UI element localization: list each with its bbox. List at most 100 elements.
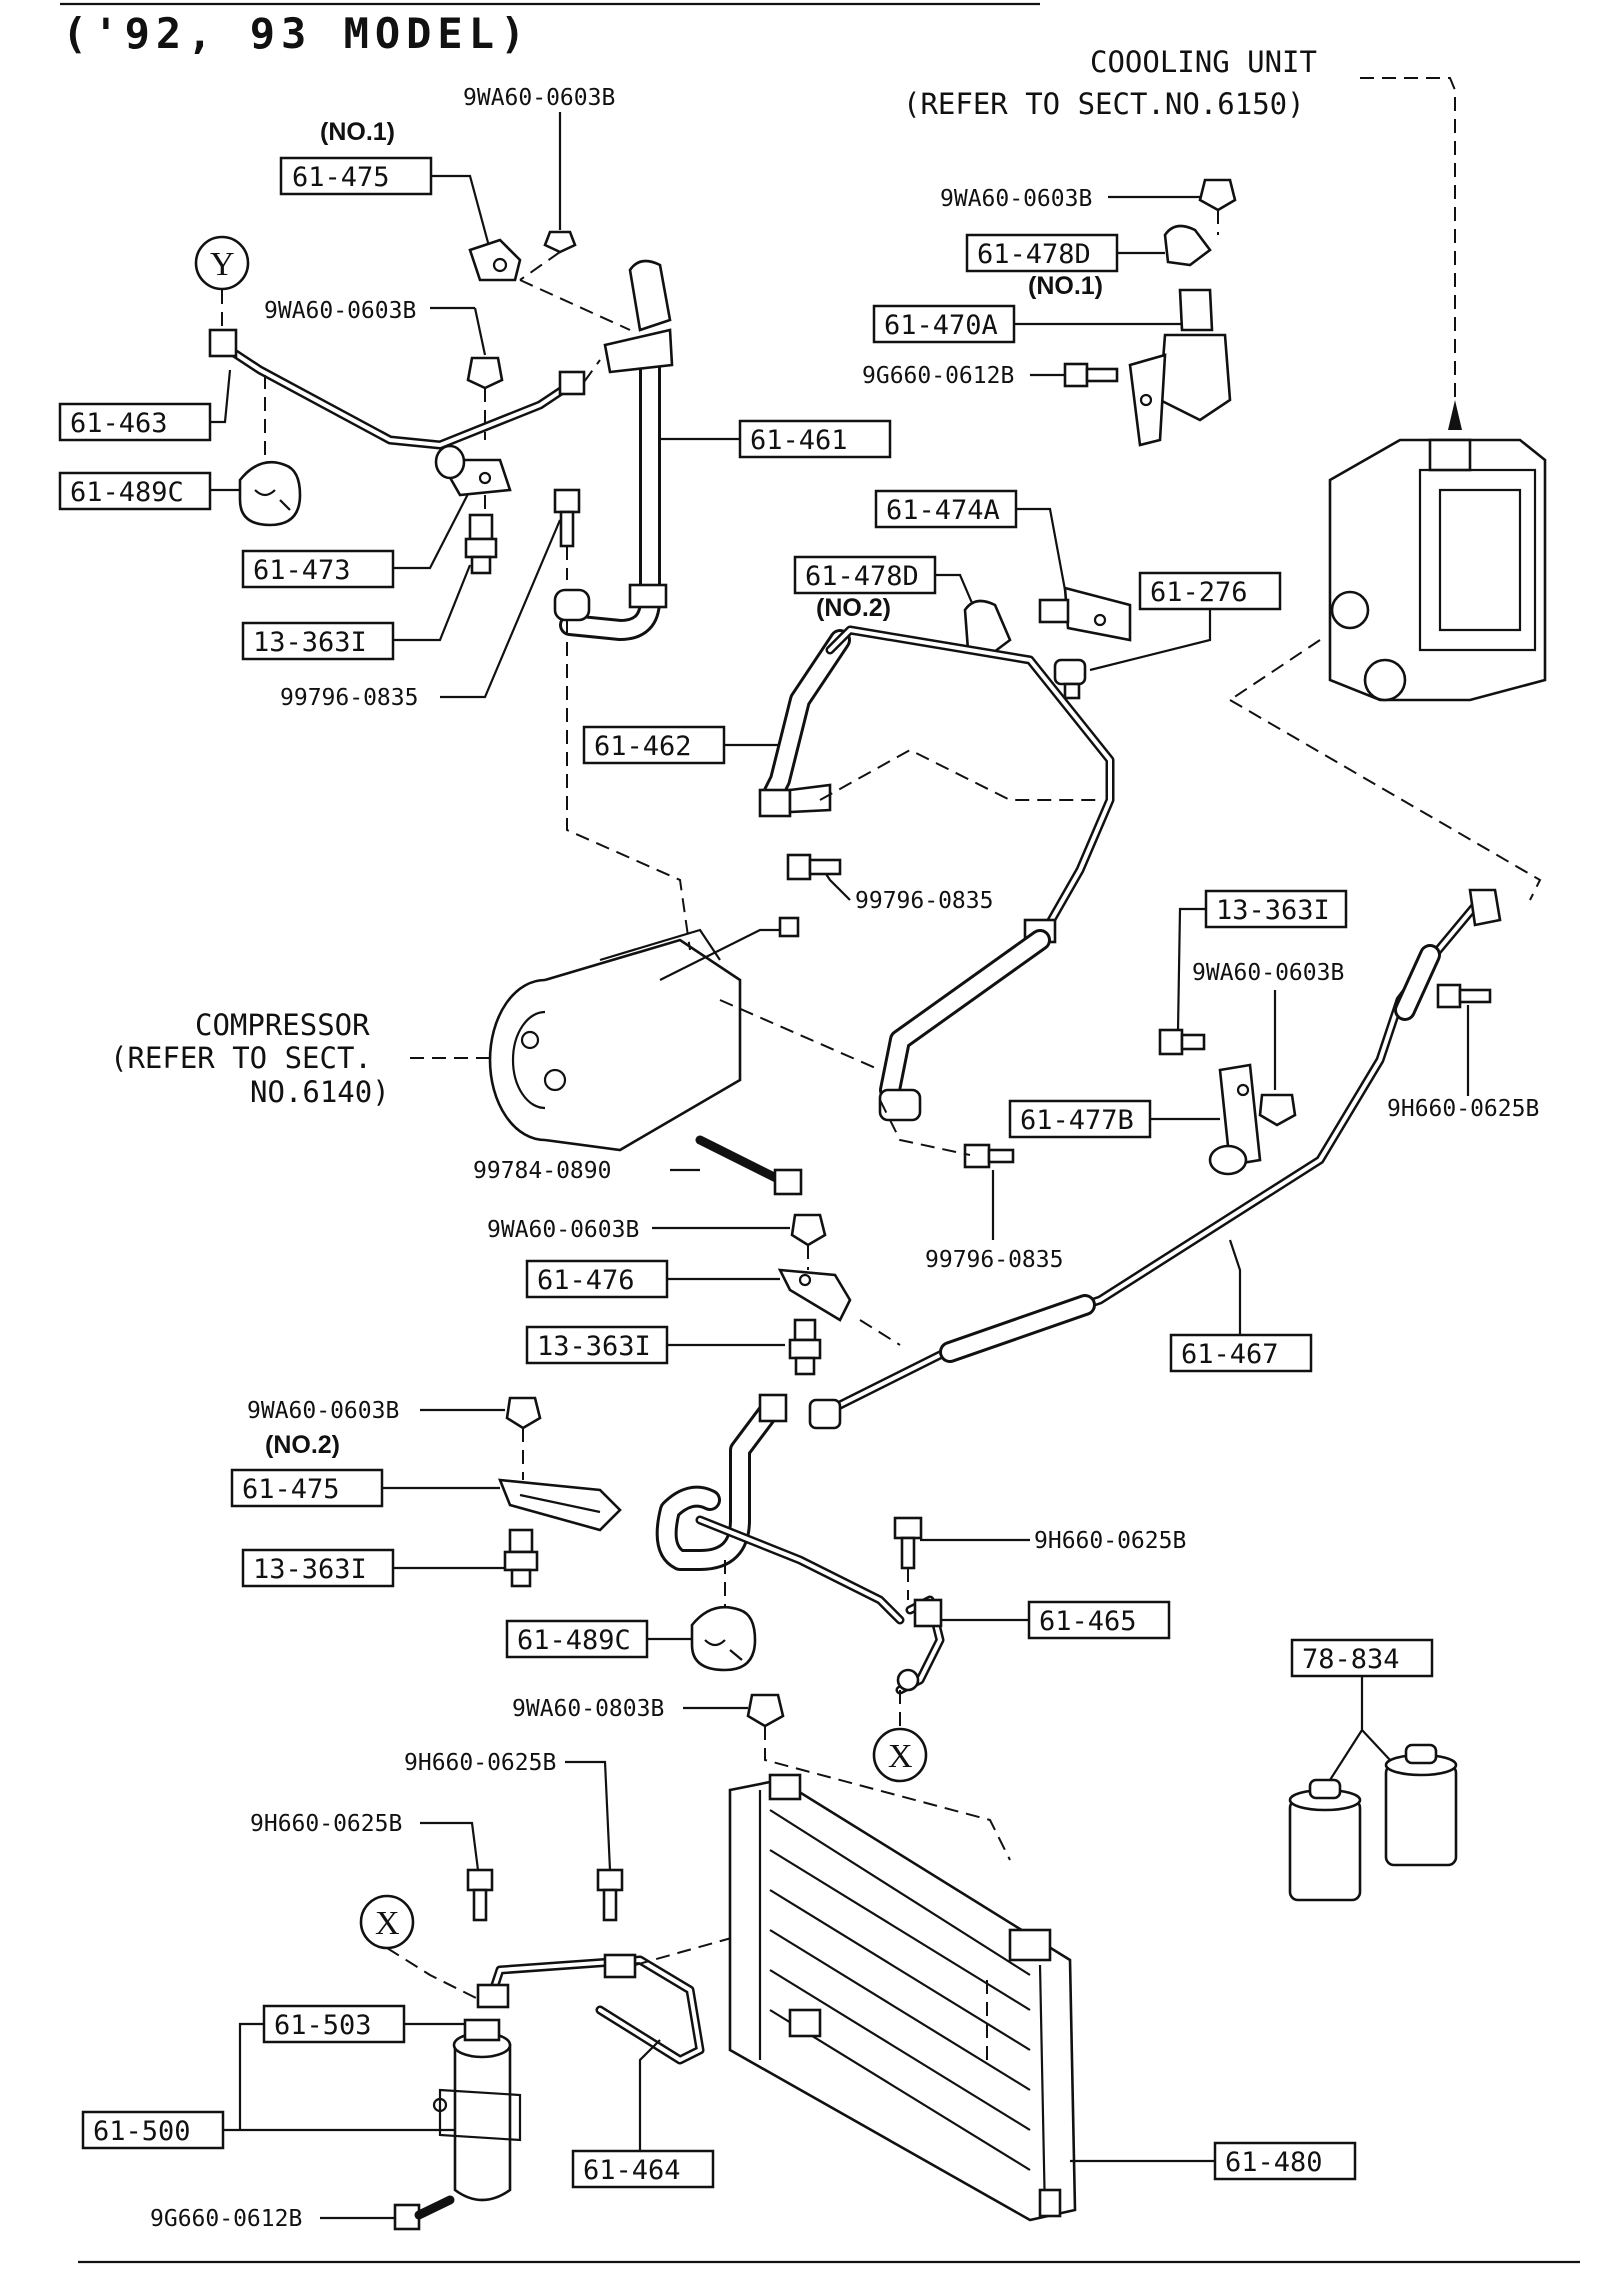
clip-61-475-no1 (468, 238, 522, 282)
svg-text:Y: Y (210, 246, 235, 283)
compressor (488, 916, 800, 1152)
nut-f1 (543, 230, 577, 254)
diagram-title: ('92, 93 MODEL) (62, 9, 531, 58)
pipe-61-464 (476, 1953, 705, 2065)
part-61-474a: 61-474A (886, 495, 1000, 526)
part-box-61-475-no1 (279, 156, 433, 196)
bolt-f9 (695, 1135, 803, 1196)
pipe-61-462 (758, 625, 1115, 945)
part-61-470a: 61-470A (884, 310, 998, 341)
bolt-f15 (596, 1868, 624, 1922)
valve-61-276 (1053, 658, 1087, 700)
cooling-unit-leader (1360, 77, 1456, 420)
part-61-489c-bot: 61-489C (517, 1625, 631, 1656)
part-13-363i-a: 13-363I (253, 627, 367, 658)
nut-f2 (466, 356, 504, 390)
fastener-f3: 99796-0835 (280, 685, 418, 711)
hose-61-461 (553, 259, 674, 641)
part-box-61-475-no2 (230, 1468, 384, 1508)
bracket-61-476 (777, 1268, 852, 1322)
fastener-f17: 9G660-0612B (150, 2206, 302, 2232)
part-box-61-461 (738, 419, 892, 459)
cooling-unit-note-line1: COOOLING UNIT (1090, 45, 1317, 79)
bolt-f6 (786, 853, 842, 881)
part-13-363i-d: 13-363I (253, 1554, 367, 1585)
label-no2-a: (NO.2) (816, 594, 891, 622)
hose-61-467 (808, 888, 1502, 1430)
part-box-61-476 (525, 1259, 669, 1299)
part-61-500: 61-500 (93, 2116, 191, 2147)
stud-13-363i-d (503, 1528, 539, 1588)
compressor-note-line1: COMPRESSOR (195, 1008, 370, 1042)
pipe-lower-middle (655, 1393, 905, 1625)
receiver-drier-61-500 (432, 2018, 522, 2202)
cooling-unit (1328, 438, 1547, 702)
bolt-f17 (393, 2195, 455, 2231)
bolt-f5 (1063, 362, 1119, 388)
part-box-13-363i-a (241, 621, 395, 661)
label-no1-b: (NO.1) (1028, 272, 1103, 300)
nut-f12 (505, 1396, 542, 1430)
fastener-f15: 9H660-0625B (404, 1750, 556, 1776)
fastener-f14: 9WA60-0803B (512, 1696, 664, 1722)
part-box-61-464 (571, 2149, 715, 2189)
refrigerant-can-right (1384, 1743, 1458, 1867)
part-box-61-489c-bot (505, 1619, 649, 1659)
part-box-61-477b (1008, 1099, 1152, 1139)
part-61-478d-no2: 61-478D (805, 561, 919, 592)
clip-61-475-no2 (497, 1478, 622, 1532)
part-61-503: 61-503 (274, 2010, 372, 2041)
part-box-61-503 (262, 2004, 406, 2044)
part-61-475-no1: 61-475 (292, 162, 390, 193)
switch-61-470a (1128, 288, 1232, 447)
condenser-61-480 (728, 1773, 1077, 2222)
connector-y-top: Y (194, 235, 250, 291)
stud-13-363i-c (788, 1318, 822, 1376)
part-78-834: 78-834 (1302, 1644, 1400, 1675)
part-61-489c-top: 61-489C (70, 477, 184, 508)
part-box-61-474a (874, 489, 1018, 529)
fastener-f13: 9H660-0625B (1034, 1528, 1186, 1554)
stud-13-363i-b (1158, 1028, 1206, 1056)
part-61-461: 61-461 (750, 425, 848, 456)
fastener-f9: 99784-0890 (473, 1158, 611, 1184)
fastener-f5: 9G660-0612B (862, 363, 1014, 389)
part-61-477b: 61-477B (1020, 1105, 1134, 1136)
part-box-61-478d-no2 (793, 555, 937, 595)
cooling-unit-arrow (1448, 400, 1462, 430)
svg-text:X: X (375, 1905, 400, 1942)
part-box-13-363i-d (241, 1548, 395, 1588)
stud-13-363i-a (464, 513, 498, 575)
bolt-f3 (553, 488, 581, 548)
refrigerant-can-left (1288, 1778, 1362, 1902)
part-13-363i-c: 13-363I (537, 1331, 651, 1362)
label-no2-b: (NO.2) (265, 1431, 340, 1459)
nut-f4 (1198, 178, 1237, 212)
part-61-475-no2: 61-475 (242, 1474, 340, 1505)
label-no1-a: (NO.1) (320, 118, 395, 146)
nut-f11 (790, 1213, 827, 1247)
grommet-61-489c-bot (690, 1605, 757, 1672)
part-box-61-500 (81, 2110, 225, 2150)
bolt-f16 (466, 1868, 494, 1922)
nut-f14 (746, 1693, 785, 1728)
part-box-13-363i-b (1204, 889, 1348, 929)
clip-61-478d-no1 (1163, 224, 1212, 267)
part-61-478d-no1: 61-478D (977, 239, 1091, 270)
connector-x-bottom: X (359, 1894, 415, 1950)
part-61-276: 61-276 (1150, 577, 1248, 608)
part-61-476: 61-476 (537, 1265, 635, 1296)
fastener-f10: 99796-0835 (925, 1247, 1063, 1273)
grommet-61-489c-top (238, 460, 302, 527)
part-61-480: 61-480 (1225, 2147, 1323, 2178)
part-box-61-480 (1213, 2141, 1357, 2181)
fastener-f1: 9WA60-0603B (463, 85, 615, 111)
part-box-61-465 (1027, 1600, 1171, 1640)
compressor-note-line2: (REFER TO SECT. (110, 1041, 372, 1075)
fastener-f4: 9WA60-0603B (940, 186, 1092, 212)
fastener-f7: 9WA60-0603B (1192, 960, 1344, 986)
part-13-363i-b: 13-363I (1216, 895, 1330, 926)
bracket-61-474a (1038, 586, 1132, 642)
part-61-464: 61-464 (583, 2155, 681, 2186)
